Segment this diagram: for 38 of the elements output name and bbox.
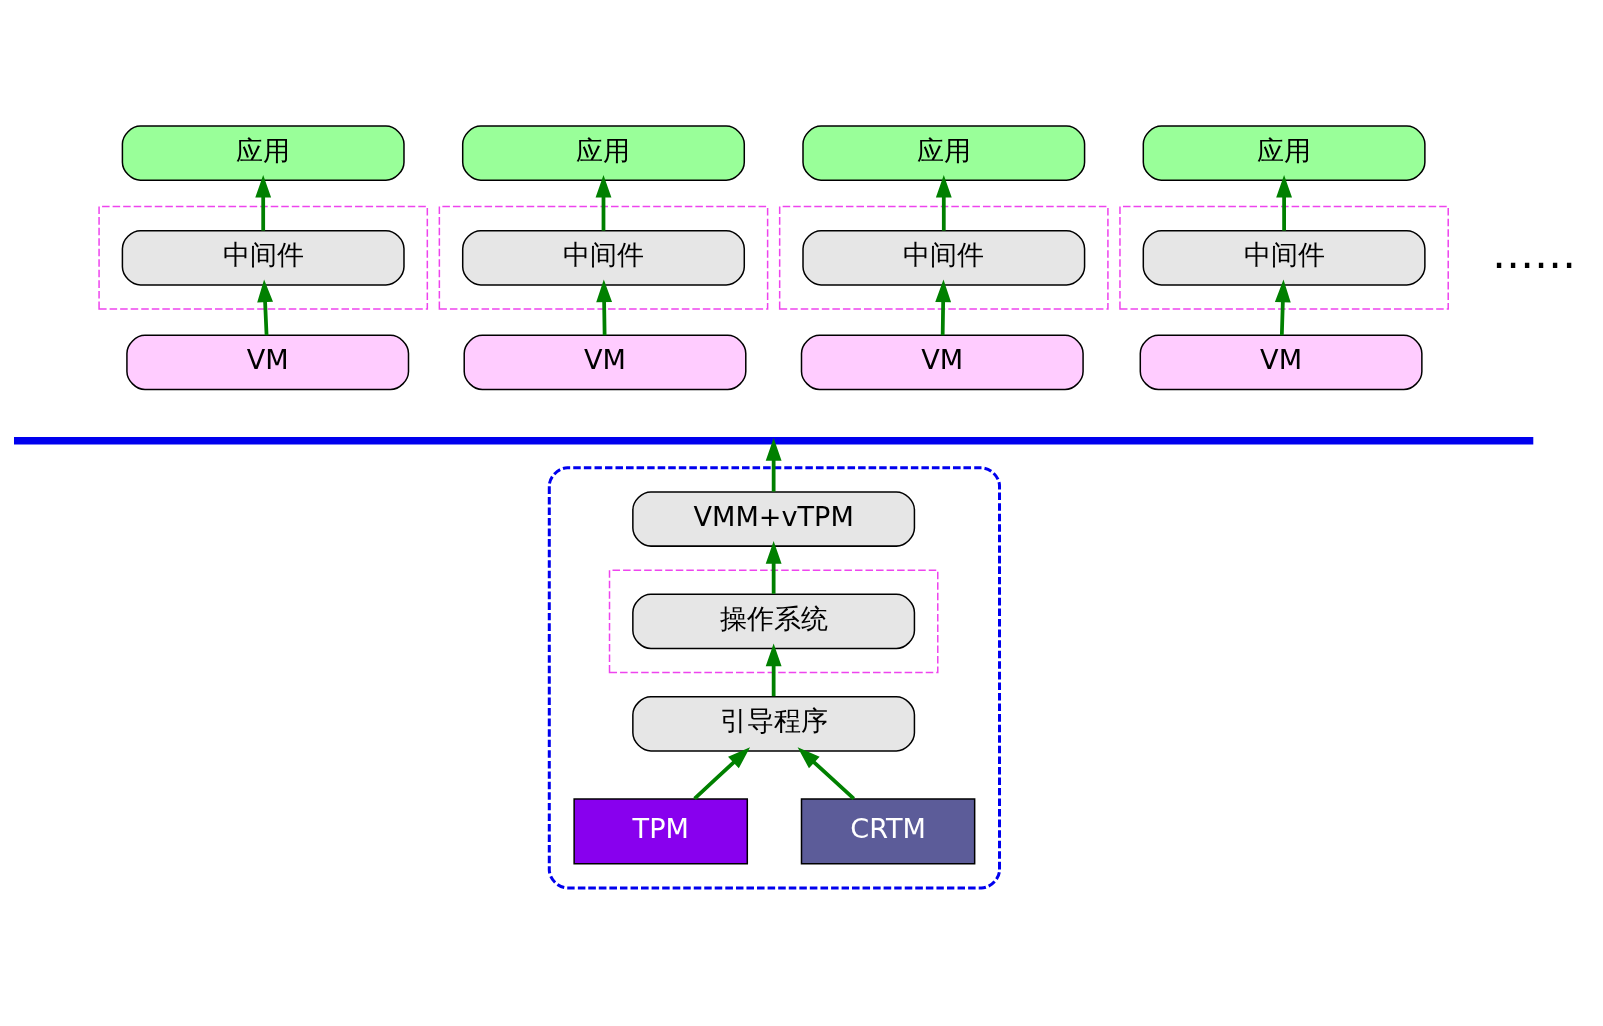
node-box: 引导程序 [632,695,916,752]
node-box: 应用 [802,125,1086,181]
arrow [1276,174,1292,231]
node-box: VM [126,334,410,391]
arrow [693,747,751,800]
arrow [797,747,855,800]
node-bar [14,436,1534,445]
cluster [438,205,769,310]
arrow [255,174,272,231]
node-box: CRTM [800,798,976,865]
arrow [596,279,613,336]
node-box: 中间件 [802,229,1086,286]
arrow [935,279,952,336]
node-box: VM [1139,334,1423,391]
node-box: TPM [573,798,749,865]
arrow [935,174,952,231]
node-box: 中间件 [1142,229,1426,286]
node-box: 中间件 [121,229,405,286]
node-box: 应用 [1142,125,1426,181]
arrow [765,541,782,594]
arrow [1274,279,1291,336]
node-box: VM [800,334,1084,391]
node-box: 应用 [121,125,405,181]
arrow [765,438,782,492]
arrow [595,174,612,231]
arrow [765,643,782,697]
node-box: VMM+vTPM [632,491,916,547]
cluster [778,205,1109,310]
node-box: VM [463,334,747,391]
cluster [98,205,429,310]
cluster [1119,205,1449,310]
arrow [257,279,274,336]
node-box: 操作系统 [632,593,916,650]
node-box: 中间件 [461,229,746,286]
label: …… [1491,229,1577,279]
cluster [608,569,939,674]
cluster [547,466,1001,890]
node-box: 应用 [461,125,746,181]
